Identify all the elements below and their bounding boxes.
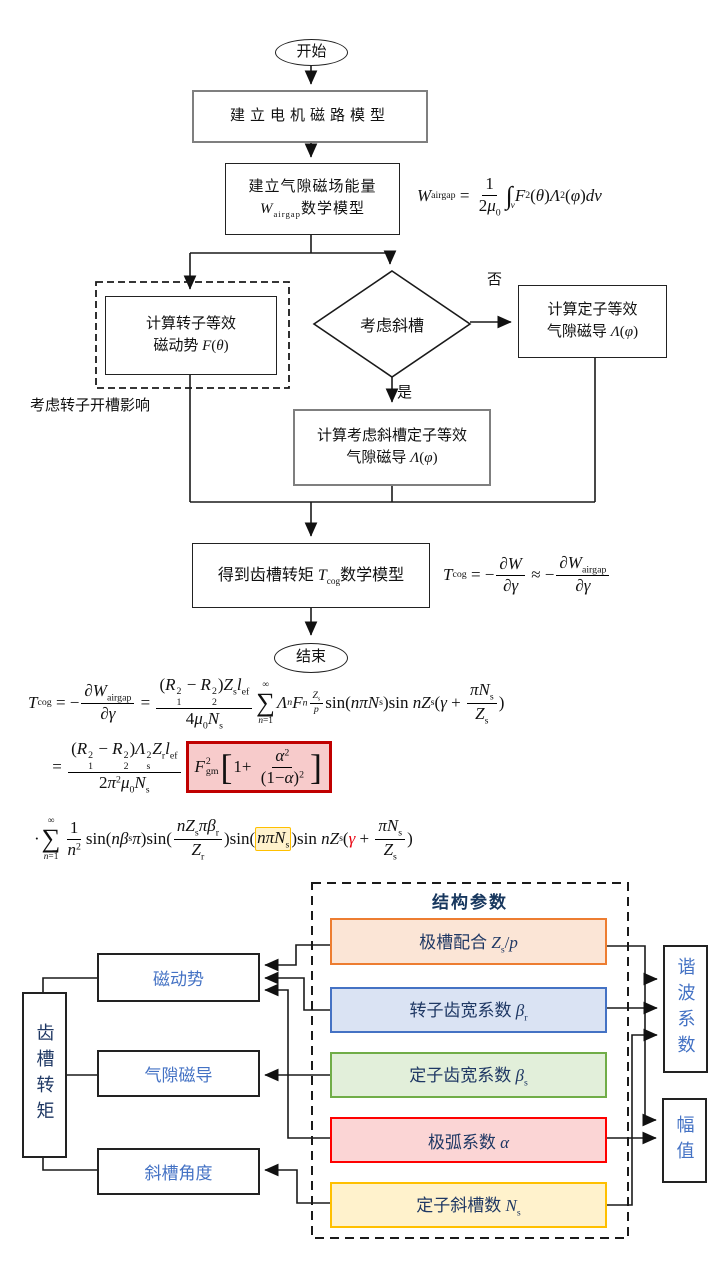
mmf-box: 磁动势 <box>97 953 260 1002</box>
end-label: 结束 <box>295 649 326 666</box>
skewed-stator-line2: 气隙磁导 Λ(φ) <box>346 449 438 466</box>
arrow-rotorwidth-mmf <box>264 971 330 1011</box>
stator-permeance-line1: 计算定子等效 <box>547 301 638 318</box>
start-terminator: 开始 <box>275 39 348 66</box>
no-branch-label: 否 <box>487 272 503 288</box>
structure-params-dashed-frame <box>311 882 629 1239</box>
airgap-energy-line2: Wairgap数学模型 <box>259 201 366 219</box>
param-stator-tooth-width-box: 定子齿宽系数 βs <box>330 1052 607 1098</box>
param-pole-arc-label: 极弧系数 α <box>427 1132 510 1152</box>
stator-permeance-box: 计算定子等效 气隙磁导 Λ(φ) <box>518 285 667 358</box>
cogging-torque-output-box: 齿槽转矩 <box>22 992 67 1158</box>
arrow-skewnum-skewangle <box>264 1163 330 1204</box>
arrow-polecombo-mmf <box>264 944 330 972</box>
airgap-energy-model-box: 建立气隙磁场能量 Wairgap数学模型 <box>225 163 400 235</box>
build-magnetic-circuit-label: 建立电机磁路模型 <box>229 107 390 124</box>
rotor-slotting-note: 考虑转子开槽影响 <box>30 398 151 414</box>
decision-label: 考虑斜槽 <box>359 318 424 335</box>
param-pole-slot-combo-box: 极槽配合 Zs/p <box>330 918 607 965</box>
cogging-torque-model-box: 得到齿槽转矩 Tcog数学模型 <box>192 543 430 608</box>
structure-params-title: 结构参数 <box>432 893 508 912</box>
arrow-polearc-mmf <box>264 983 330 1139</box>
start-label: 开始 <box>296 43 327 60</box>
param-pole-slot-combo-label: 极槽配合 Zs/p <box>419 932 518 956</box>
amplitude-box: 幅值 <box>662 1098 707 1183</box>
param-stator-skew-number-box: 定子斜槽数 Ns <box>330 1182 607 1228</box>
airgap-energy-line1: 建立气隙磁场能量 <box>248 179 377 196</box>
skew-angle-box: 斜槽角度 <box>97 1148 260 1195</box>
airgap-permeance-label: 气隙磁导 <box>144 1066 213 1085</box>
rotor-mmf-box: 计算转子等效 磁动势 F(θ) <box>105 296 277 375</box>
skewed-stator-permeance-box: 计算考虑斜槽定子等效 气隙磁导 Λ(φ) <box>293 409 491 486</box>
airgap-permeance-box: 气隙磁导 <box>97 1050 260 1097</box>
stator-permeance-line2: 气隙磁导 Λ(φ) <box>546 323 639 340</box>
harmonic-coefficient-box: 谐波系数 <box>663 945 708 1073</box>
param-pole-arc-box: 极弧系数 α <box>330 1117 607 1163</box>
rotor-dashed-frame <box>95 281 290 389</box>
amplitude-label: 幅值 <box>674 1114 695 1167</box>
harmonic-coefficient-label: 谐波系数 <box>675 957 696 1061</box>
decision-diamond-shape <box>312 270 472 378</box>
skewed-stator-line1: 计算考虑斜槽定子等效 <box>316 427 467 444</box>
param-stator-tooth-width-label: 定子齿宽系数 βs <box>409 1066 528 1089</box>
end-terminator: 结束 <box>274 643 348 673</box>
skew-angle-label: 斜槽角度 <box>144 1164 213 1183</box>
cogging-torque-output-label: 齿槽转矩 <box>34 1023 55 1127</box>
param-rotor-tooth-width-label: 转子齿宽系数 βr <box>409 1001 528 1024</box>
cogging-torque-model-label: 得到齿槽转矩 Tcog数学模型 <box>217 566 405 587</box>
plain-connectors <box>42 235 596 1171</box>
rotor-mmf-line2: 磁动势 F(θ) <box>153 337 229 354</box>
yes-branch-label: 是 <box>397 385 413 401</box>
mmf-label: 磁动势 <box>153 970 204 989</box>
build-magnetic-circuit-box: 建立电机磁路模型 <box>192 90 428 143</box>
rotor-mmf-line1: 计算转子等效 <box>145 315 236 332</box>
arrow-skewnum-harmonic <box>607 1028 658 1206</box>
param-rotor-tooth-width-box: 转子齿宽系数 βr <box>330 987 607 1033</box>
param-stator-skew-number-label: 定子斜槽数 Ns <box>416 1196 521 1219</box>
